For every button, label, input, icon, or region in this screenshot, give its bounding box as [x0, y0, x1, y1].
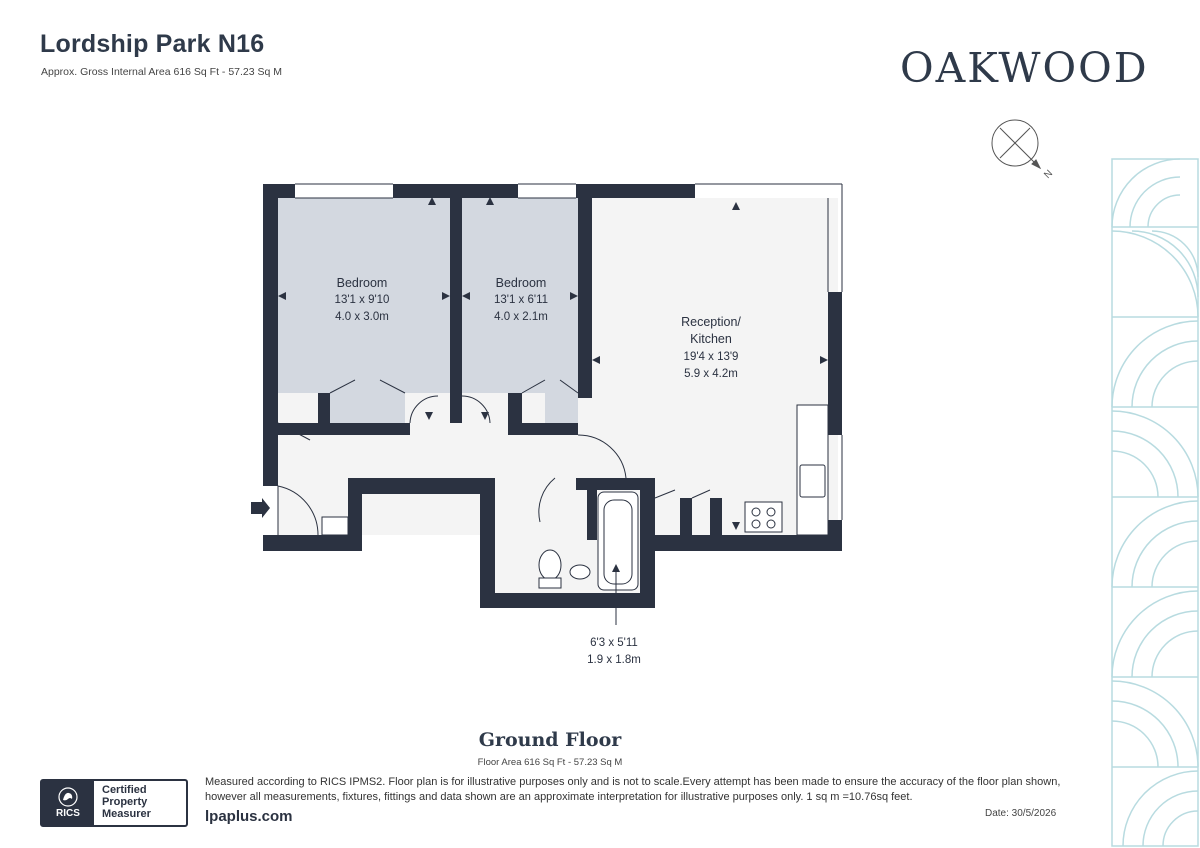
door-swings [277, 379, 711, 536]
hob-icon [744, 501, 783, 533]
hall-cupboard [321, 516, 349, 536]
bedroom-1-fill [278, 198, 450, 393]
rics-logo: RICS [42, 781, 94, 825]
kitchen-fixtures [321, 404, 829, 536]
floor-area: Floor Area 616 Sq Ft - 57.23 Sq M [477, 757, 623, 768]
reception-dim-metric: 5.9 x 4.2m [684, 368, 738, 380]
compass-north-icon: N [991, 119, 1055, 181]
entrance-arrow-icon [251, 498, 270, 518]
rics-line-3: Measurer [102, 808, 151, 820]
dimension-markers [251, 197, 828, 625]
toilet-icon [538, 549, 562, 581]
bedroom-1-dim-metric: 4.0 x 3.0m [335, 311, 389, 323]
plan-date: Date: 30/5/2026 [985, 808, 1057, 819]
bathroom-dim-metric: 1.9 x 1.8m [587, 654, 641, 666]
bedroom-1-dim-imperial: 13'1 x 9'10 [335, 294, 390, 306]
gross-area-subtitle: Approx. Gross Internal Area 616 Sq Ft - … [41, 66, 283, 78]
floor-name: Ground Floor [478, 729, 622, 751]
decorative-pattern [1111, 158, 1199, 847]
bathroom-dim-imperial: 6'3 x 5'11 [590, 637, 638, 649]
reception-name-line1: Reception/ [681, 315, 741, 329]
reception-dim-imperial: 19'4 x 13'9 [684, 351, 739, 363]
bedroom-2-dim-imperial: 13'1 x 6'11 [494, 294, 548, 306]
walls [263, 184, 842, 608]
page-title: Lordship Park N16 [40, 30, 265, 58]
bedroom-2-name: Bedroom [496, 276, 547, 290]
rics-lion-icon [58, 787, 78, 807]
bedroom-2-dim-metric: 4.0 x 2.1m [494, 311, 548, 323]
compass-label: N [1042, 168, 1055, 181]
bedroom-1-name: Bedroom [337, 276, 388, 290]
basin-icon [569, 564, 591, 580]
window-lines [295, 183, 843, 520]
rics-badge-text: Certified Property Measurer [94, 781, 186, 825]
rics-certified-badge: RICS Certified Property Measurer [40, 779, 188, 827]
rics-line-1: Certified [102, 784, 147, 796]
sink-icon [799, 464, 826, 498]
brand-logo: OAKWOOD [900, 44, 1149, 92]
reception-name-line2: Kitchen [690, 332, 732, 346]
disclaimer-line-1: Measured according to RICS IPMS2. Floor … [205, 776, 1061, 788]
website-link[interactable]: lpaplus.com [205, 808, 293, 825]
bedroom-2-fill [462, 198, 578, 393]
rics-logo-text: RICS [56, 808, 80, 819]
disclaimer: Measured according to RICS IPMS2. Floor … [205, 775, 1105, 805]
disclaimer-line-2: however all measurements, fixtures, fitt… [205, 791, 913, 803]
rics-line-2: Property [102, 796, 148, 808]
bathroom-fixtures [538, 491, 639, 591]
